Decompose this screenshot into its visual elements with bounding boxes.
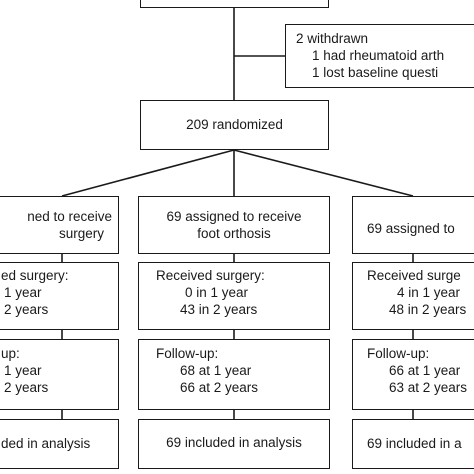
middle-followup-title: Follow-up: bbox=[156, 346, 219, 361]
left-followup-box: up: 1 year 2 years bbox=[0, 339, 119, 410]
right-received-box: Received surge 4 in 1 year 48 in 2 years bbox=[352, 262, 474, 330]
withdrawn-title: 2 withdrawn bbox=[296, 31, 369, 46]
middle-analysis-box: 69 included in analysis bbox=[138, 419, 330, 469]
right-analysis: 69 included in a bbox=[367, 436, 462, 451]
left-followup-line: 1 year bbox=[4, 363, 42, 378]
left-received-line: 2 years bbox=[4, 302, 49, 317]
middle-analysis: 69 included in analysis bbox=[166, 435, 302, 450]
left-analysis-box: ded in analysis bbox=[0, 419, 119, 469]
middle-followup-line: 68 at 1 year bbox=[180, 363, 252, 378]
middle-followup-line: 66 at 2 years bbox=[180, 380, 259, 395]
right-received-line: 4 in 1 year bbox=[397, 285, 461, 300]
left-followup-line: 2 years bbox=[4, 380, 49, 395]
withdrawn-reason: 1 had rheumatoid arth bbox=[312, 48, 445, 63]
middle-received-line: 43 in 2 years bbox=[180, 302, 258, 317]
enrolled-box bbox=[140, 0, 329, 8]
connector-randomized-to-left bbox=[61, 149, 235, 197]
right-analysis-box: 69 included in a bbox=[352, 419, 474, 469]
right-assigned-box: 69 assigned to bbox=[352, 196, 474, 254]
right-received-line: 48 in 2 years bbox=[389, 302, 467, 317]
left-followup-title: up: bbox=[1, 346, 20, 361]
right-followup-line: 63 at 2 years bbox=[389, 380, 468, 395]
left-received-line: 1 year bbox=[4, 285, 42, 300]
left-analysis: ded in analysis bbox=[1, 436, 91, 451]
right-received-title: Received surge bbox=[367, 268, 461, 283]
left-received-box: ed surgery: 1 year 2 years bbox=[0, 262, 119, 330]
left-assigned-line: surgery bbox=[58, 226, 104, 241]
right-followup-title: Follow-up: bbox=[367, 346, 430, 361]
middle-received-title: Received surgery: bbox=[156, 268, 265, 283]
right-followup-line: 66 at 1 year bbox=[389, 363, 461, 378]
middle-assigned-line: foot orthosis bbox=[197, 226, 271, 241]
middle-assigned-box: 69 assigned to receive foot orthosis bbox=[138, 196, 330, 254]
randomized-count: 209 randomized bbox=[186, 117, 283, 132]
middle-followup-box: Follow-up: 68 at 1 year 66 at 2 years bbox=[138, 339, 330, 410]
randomized-box: 209 randomized bbox=[140, 100, 329, 150]
connector-randomized-to-right bbox=[233, 149, 414, 197]
left-assigned-line: ned to receive bbox=[27, 209, 112, 224]
left-received-title: ed surgery: bbox=[1, 268, 69, 283]
left-assigned-box: ned to receive surgery bbox=[0, 196, 119, 254]
middle-assigned-line: 69 assigned to receive bbox=[166, 209, 302, 224]
middle-received-line: 0 in 1 year bbox=[185, 285, 249, 300]
withdrawn-box: 2 withdrawn 1 had rheumatoid arth 1 lost… bbox=[285, 24, 474, 88]
withdrawn-reason: 1 lost baseline questi bbox=[312, 65, 439, 80]
right-followup-box: Follow-up: 66 at 1 year 63 at 2 years bbox=[352, 339, 474, 410]
middle-received-box: Received surgery: 0 in 1 year 43 in 2 ye… bbox=[138, 262, 330, 330]
right-assigned-line: 69 assigned to bbox=[367, 221, 455, 236]
